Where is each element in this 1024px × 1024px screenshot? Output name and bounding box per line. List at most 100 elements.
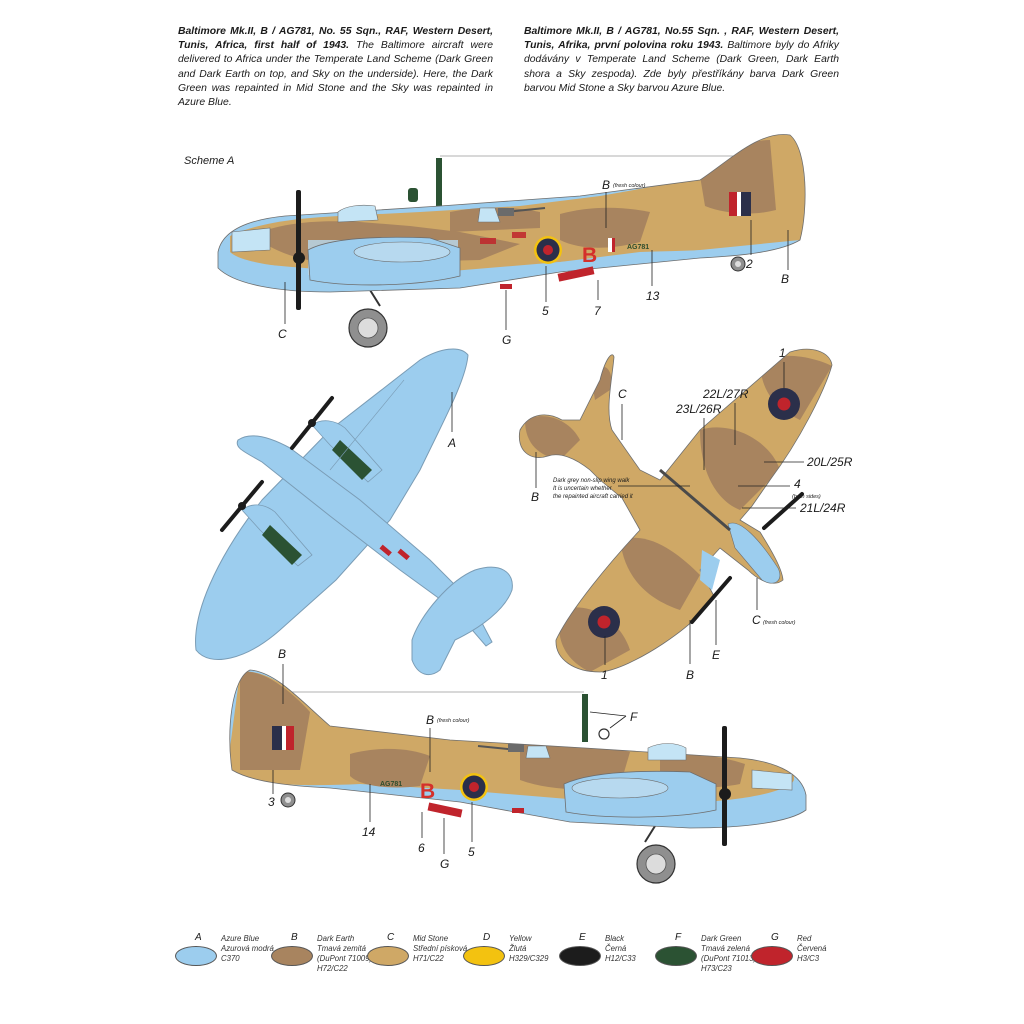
legend-line: Mid Stone xyxy=(413,934,449,943)
callout-fresh-colour-lower: (fresh colour) xyxy=(437,718,470,724)
callout-both-sides: (both sides) xyxy=(792,494,821,500)
green-gear-door xyxy=(332,440,372,480)
callout-22l-27r: 22L/27R xyxy=(702,387,749,401)
legend-line: Black xyxy=(605,934,625,943)
callout-21l-24r: 21L/24R xyxy=(799,501,846,515)
legend-line: Černá xyxy=(605,944,627,953)
legend-letter: E xyxy=(579,932,586,943)
legend-line: Dark Earth xyxy=(317,934,355,943)
legend-swatch xyxy=(175,946,217,966)
callout-23l-26r: 23L/26R xyxy=(675,402,722,416)
callout-1-top: 1 xyxy=(779,346,786,360)
side-profile-bottom: B AG781 B B (fresh colour) F 3 14 6 G 5 xyxy=(229,647,807,884)
cockpit-canopy xyxy=(337,204,379,223)
legend-line: H72/C22 xyxy=(317,964,348,973)
legend-letter: C xyxy=(387,932,395,943)
callout-4: 4 xyxy=(794,477,801,491)
callout-a: A xyxy=(447,436,456,450)
callout-c-plan: C xyxy=(618,387,627,401)
callout-b-bottom: B xyxy=(686,668,694,682)
legend-line: Tmavá zemitá xyxy=(317,944,366,953)
callout-6: 6 xyxy=(418,841,425,855)
legend-line: (DuPont 71013) xyxy=(701,954,757,963)
note-wing-walk-1: Dark grey non-slip wing walk xyxy=(553,478,630,484)
legend-line: H12/C33 xyxy=(605,954,636,963)
legend-line: Red xyxy=(797,934,812,943)
legend-swatch xyxy=(559,946,601,966)
callout-g-lower: G xyxy=(440,857,449,871)
fuselage-roundel-bottom xyxy=(460,773,488,801)
callout-b-tail: B xyxy=(781,272,789,286)
legend-line: H329/C329 xyxy=(509,954,549,963)
note-wing-walk-3: the repainted aircraft carried it xyxy=(553,494,633,500)
callout-14: 14 xyxy=(362,825,376,839)
callout-5-lower: 5 xyxy=(468,845,475,859)
callout-c: C xyxy=(278,327,287,341)
wing-walk xyxy=(659,468,731,532)
legend-line: H71/C22 xyxy=(413,954,444,963)
code-letter-top: B xyxy=(582,244,597,267)
mast xyxy=(436,158,442,206)
legend-line: Žlutá xyxy=(509,944,527,953)
legend-line: Dark Green xyxy=(701,934,742,943)
callout-20l-25r: 20L/25R xyxy=(806,455,853,469)
legend-letter: A xyxy=(195,932,202,943)
plan-view-underside: A xyxy=(195,348,513,676)
legend-swatch xyxy=(463,946,505,966)
description-english: Baltimore Mk.II, B / AG781, No. 55 Sqn.,… xyxy=(178,25,493,110)
fin-flash xyxy=(729,192,737,216)
legend-line: Tmavá zelená xyxy=(701,944,750,953)
legend-line: Yellow xyxy=(509,934,532,943)
wing-roundel-lower xyxy=(588,606,620,638)
callout-1-bottom: 1 xyxy=(601,668,608,682)
legend-swatch xyxy=(367,946,409,966)
propeller-bottom xyxy=(722,726,727,846)
plan-view-topside: 1 C 22L/27R 23L/26R 20L/25R 4 (both side… xyxy=(518,346,853,682)
callout-f: F xyxy=(630,710,638,724)
callout-c-fresh: C xyxy=(752,613,761,627)
description-czech-heading: Baltimore Mk.II, B / AG781, No.55 Sqn. ,… xyxy=(524,26,839,52)
description-english-body: The Baltimore aircraft were delivered to… xyxy=(178,40,493,109)
underside-fuselage xyxy=(236,435,493,647)
legend-swatch xyxy=(655,946,697,966)
callout-c-fresh-colour: (fresh colour) xyxy=(763,620,796,626)
callout-2: 2 xyxy=(745,257,753,271)
scheme-label: Scheme A xyxy=(184,155,235,167)
callout-fresh-colour: (fresh colour) xyxy=(613,183,646,189)
serial-bottom: AG781 xyxy=(380,781,402,788)
fuselage-roundel xyxy=(534,236,562,264)
legend-letter: D xyxy=(483,932,491,943)
side-profile-top: B AG781 B (fresh colour) C 5 7 G 13 2 B xyxy=(217,134,806,348)
description-czech: Baltimore Mk.II, B / AG781, No.55 Sqn. ,… xyxy=(524,25,839,96)
callout-5: 5 xyxy=(542,304,549,318)
serial-top: AG781 xyxy=(627,244,649,251)
callout-b-fresh-lower: B xyxy=(426,713,434,727)
legend-swatch xyxy=(271,946,313,966)
legend-letter: F xyxy=(675,932,682,943)
callout-b-left: B xyxy=(531,490,539,504)
code-letter-bottom: B xyxy=(420,780,435,803)
callout-7: 7 xyxy=(594,304,602,318)
description-czech-body: Baltimore byly do Afriky dodávány v Temp… xyxy=(524,40,840,94)
propeller xyxy=(296,190,301,310)
callout-e: E xyxy=(712,648,721,662)
legend-line: H3/C3 xyxy=(797,954,820,963)
legend-letter: B xyxy=(291,932,298,943)
callout-b-fresh: B xyxy=(602,178,610,192)
legend-line: Střední písková xyxy=(413,944,468,953)
callout-b-top-lower: B xyxy=(278,647,286,661)
callout-3: 3 xyxy=(268,795,275,809)
